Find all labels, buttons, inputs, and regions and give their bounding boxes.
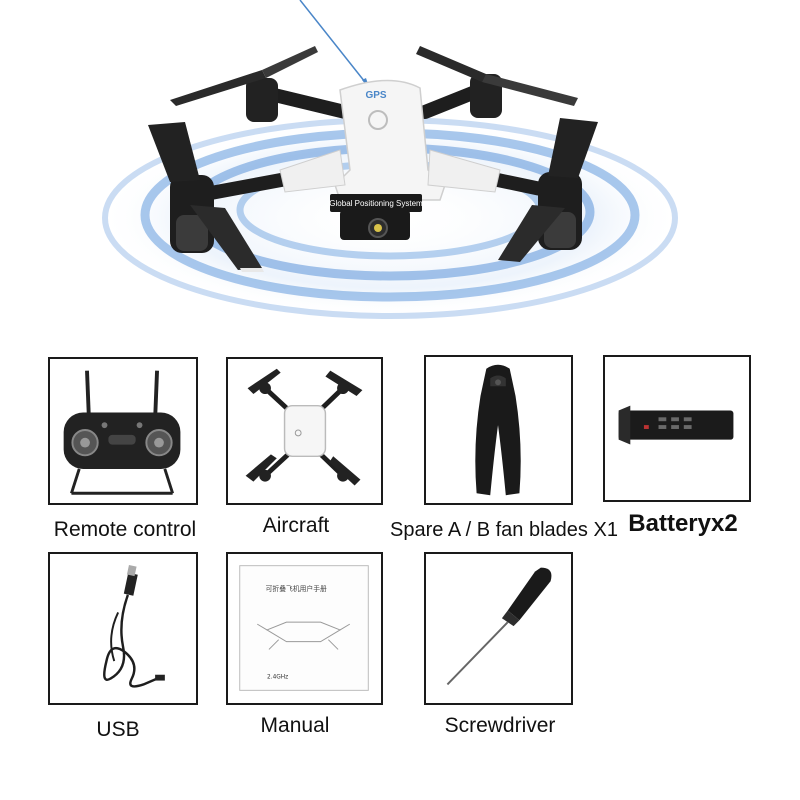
caption-spare-blades: Spare A / B fan blades X1 — [390, 519, 618, 541]
caption-screwdriver: Screwdriver — [444, 714, 556, 737]
gps-badge: GPS — [365, 90, 386, 101]
pointer-line — [299, 0, 366, 83]
screwdriver-image — [446, 567, 552, 686]
drone-body — [279, 79, 501, 240]
tile-aircraft — [226, 357, 383, 505]
tile-screwdriver — [424, 552, 573, 705]
caption-aircraft: Aircraft — [262, 514, 330, 537]
caption-manual: Manual — [260, 714, 330, 737]
caption-usb: USB — [96, 718, 140, 741]
gps-body-label: Global Positioning System — [329, 199, 423, 208]
caption-remote-control: Remote control — [53, 518, 197, 541]
front-propellers — [148, 118, 598, 272]
propeller-blades-image — [475, 364, 521, 496]
tile-remote-control — [48, 357, 198, 505]
aircraft-image — [245, 368, 363, 486]
battery-image — [618, 405, 734, 445]
caption-battery: Batteryx2 — [628, 510, 738, 537]
manual-brand: 2.4GHz — [267, 675, 288, 681]
hero-drone-illustration: Global Positioning System GPS — [100, 0, 680, 319]
tile-usb — [48, 552, 198, 705]
tile-manual: 可折叠飞机用户手册 2.4GHz — [226, 552, 383, 705]
rear-propellers — [170, 46, 578, 106]
usb-cable-image — [103, 565, 165, 688]
remote-control-image — [63, 370, 181, 495]
manual-title: 可折叠飞机用户手册 — [266, 584, 327, 593]
manual-booklet-image: 可折叠飞机用户手册 2.4GHz — [239, 565, 369, 691]
tile-spare-blades — [424, 355, 573, 505]
tile-battery — [603, 355, 751, 502]
